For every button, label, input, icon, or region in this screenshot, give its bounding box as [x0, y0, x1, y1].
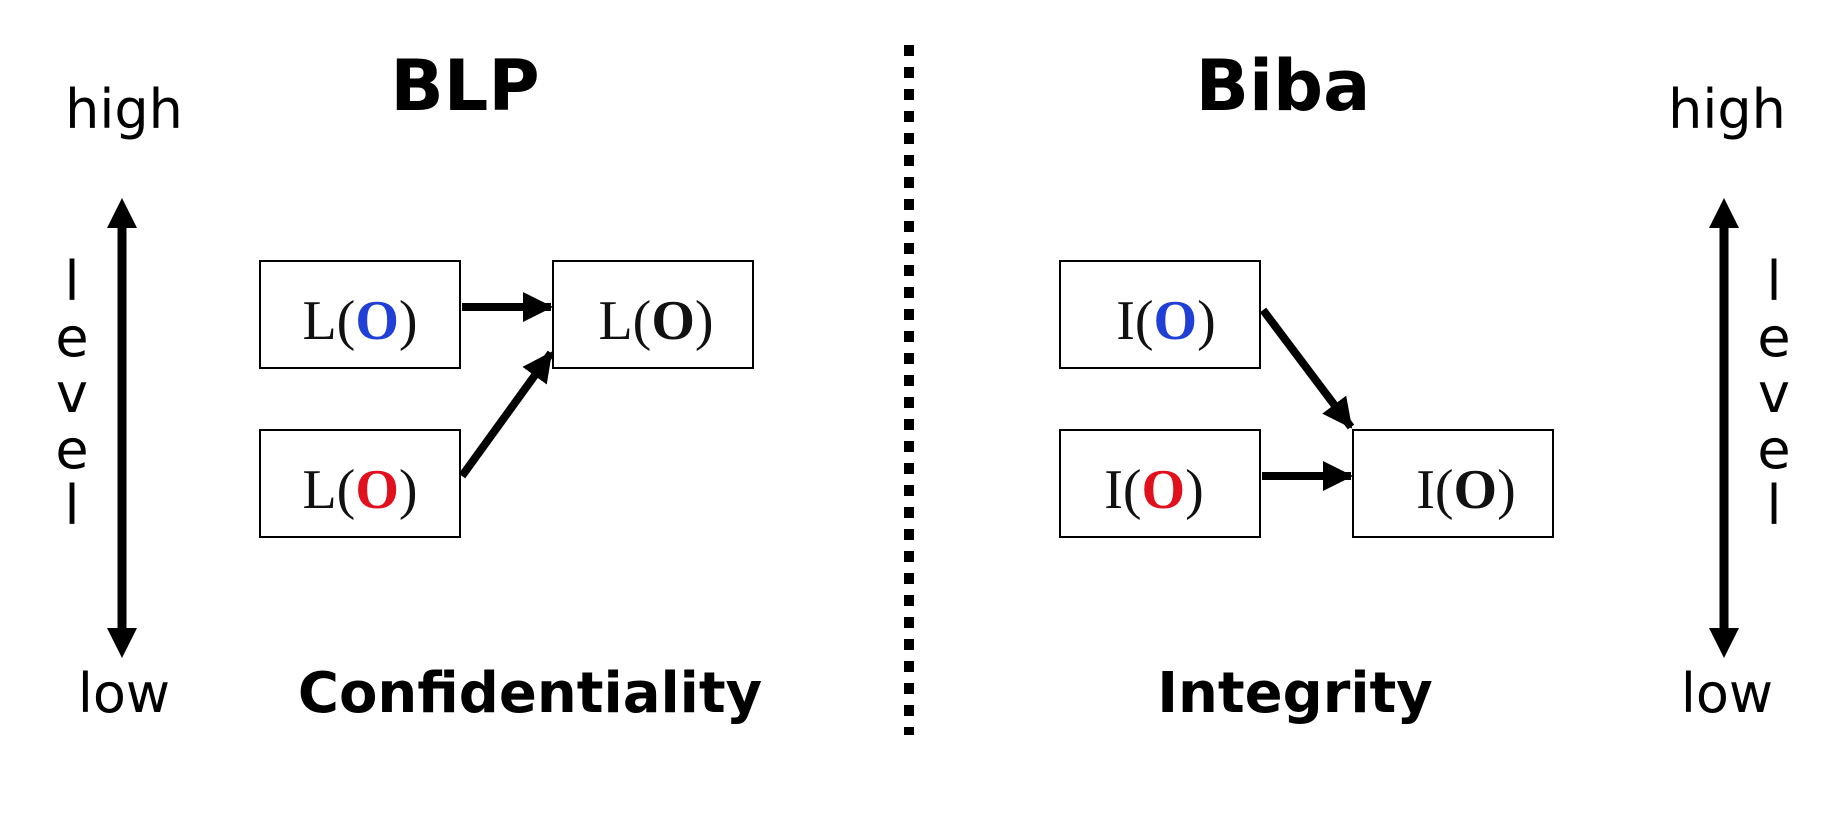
blp-box-label: L(O): [302, 459, 417, 521]
blp-level-letter: l: [64, 250, 79, 313]
biba-box-bottom-left: I(O): [1059, 429, 1261, 538]
object-symbol: O: [1154, 290, 1198, 352]
biba-box-label: I(O): [1416, 459, 1516, 521]
blp-level-axis-arrow: [107, 198, 137, 658]
blp-box-target: L(O): [552, 260, 754, 369]
biba-level-letter: e: [1757, 418, 1790, 481]
blp-title: BLP: [390, 45, 539, 127]
biba-level-high-label: high: [1668, 78, 1786, 141]
biba-title: Biba: [1196, 45, 1371, 127]
object-symbol: O: [355, 459, 399, 521]
object-symbol: O: [1142, 459, 1186, 521]
blp-box-label: L(O): [598, 290, 713, 352]
blp-box-bottom-left: L(O): [259, 429, 461, 538]
biba-box-top-left: I(O): [1059, 260, 1261, 369]
biba-level-letter: l: [1766, 250, 1781, 313]
biba-caption: Integrity: [1157, 661, 1433, 726]
blp-level-axis-label: l e v e l: [55, 250, 88, 537]
biba-level-letter: l: [1766, 474, 1781, 537]
biba-arrow-top-to-target: [1259, 307, 1355, 430]
biba-box-label: I(O): [1104, 459, 1204, 521]
blp-level-letter: l: [64, 474, 79, 537]
biba-box-target: I(O): [1352, 429, 1554, 538]
blp-level-letter: e: [55, 306, 88, 369]
biba-level-low-label: low: [1681, 662, 1773, 725]
object-symbol: O: [1454, 459, 1498, 521]
object-symbol: O: [355, 290, 399, 352]
blp-box-label: L(O): [302, 290, 417, 352]
blp-caption: Confidentiality: [298, 661, 762, 726]
biba-box-label: I(O): [1116, 290, 1216, 352]
biba-level-letter: v: [1758, 362, 1790, 425]
object-symbol: O: [651, 290, 695, 352]
blp-arrow-bottom-to-target: [458, 350, 555, 479]
blp-level-low-label: low: [78, 662, 170, 725]
blp-level-letter: v: [56, 362, 88, 425]
blp-level-letter: e: [55, 418, 88, 481]
biba-level-axis-label: l e v e l: [1757, 250, 1790, 537]
blp-box-top-left: L(O): [259, 260, 461, 369]
biba-level-letter: e: [1757, 306, 1790, 369]
blp-level-high-label: high: [65, 78, 183, 141]
biba-level-axis-arrow: [1709, 198, 1739, 658]
